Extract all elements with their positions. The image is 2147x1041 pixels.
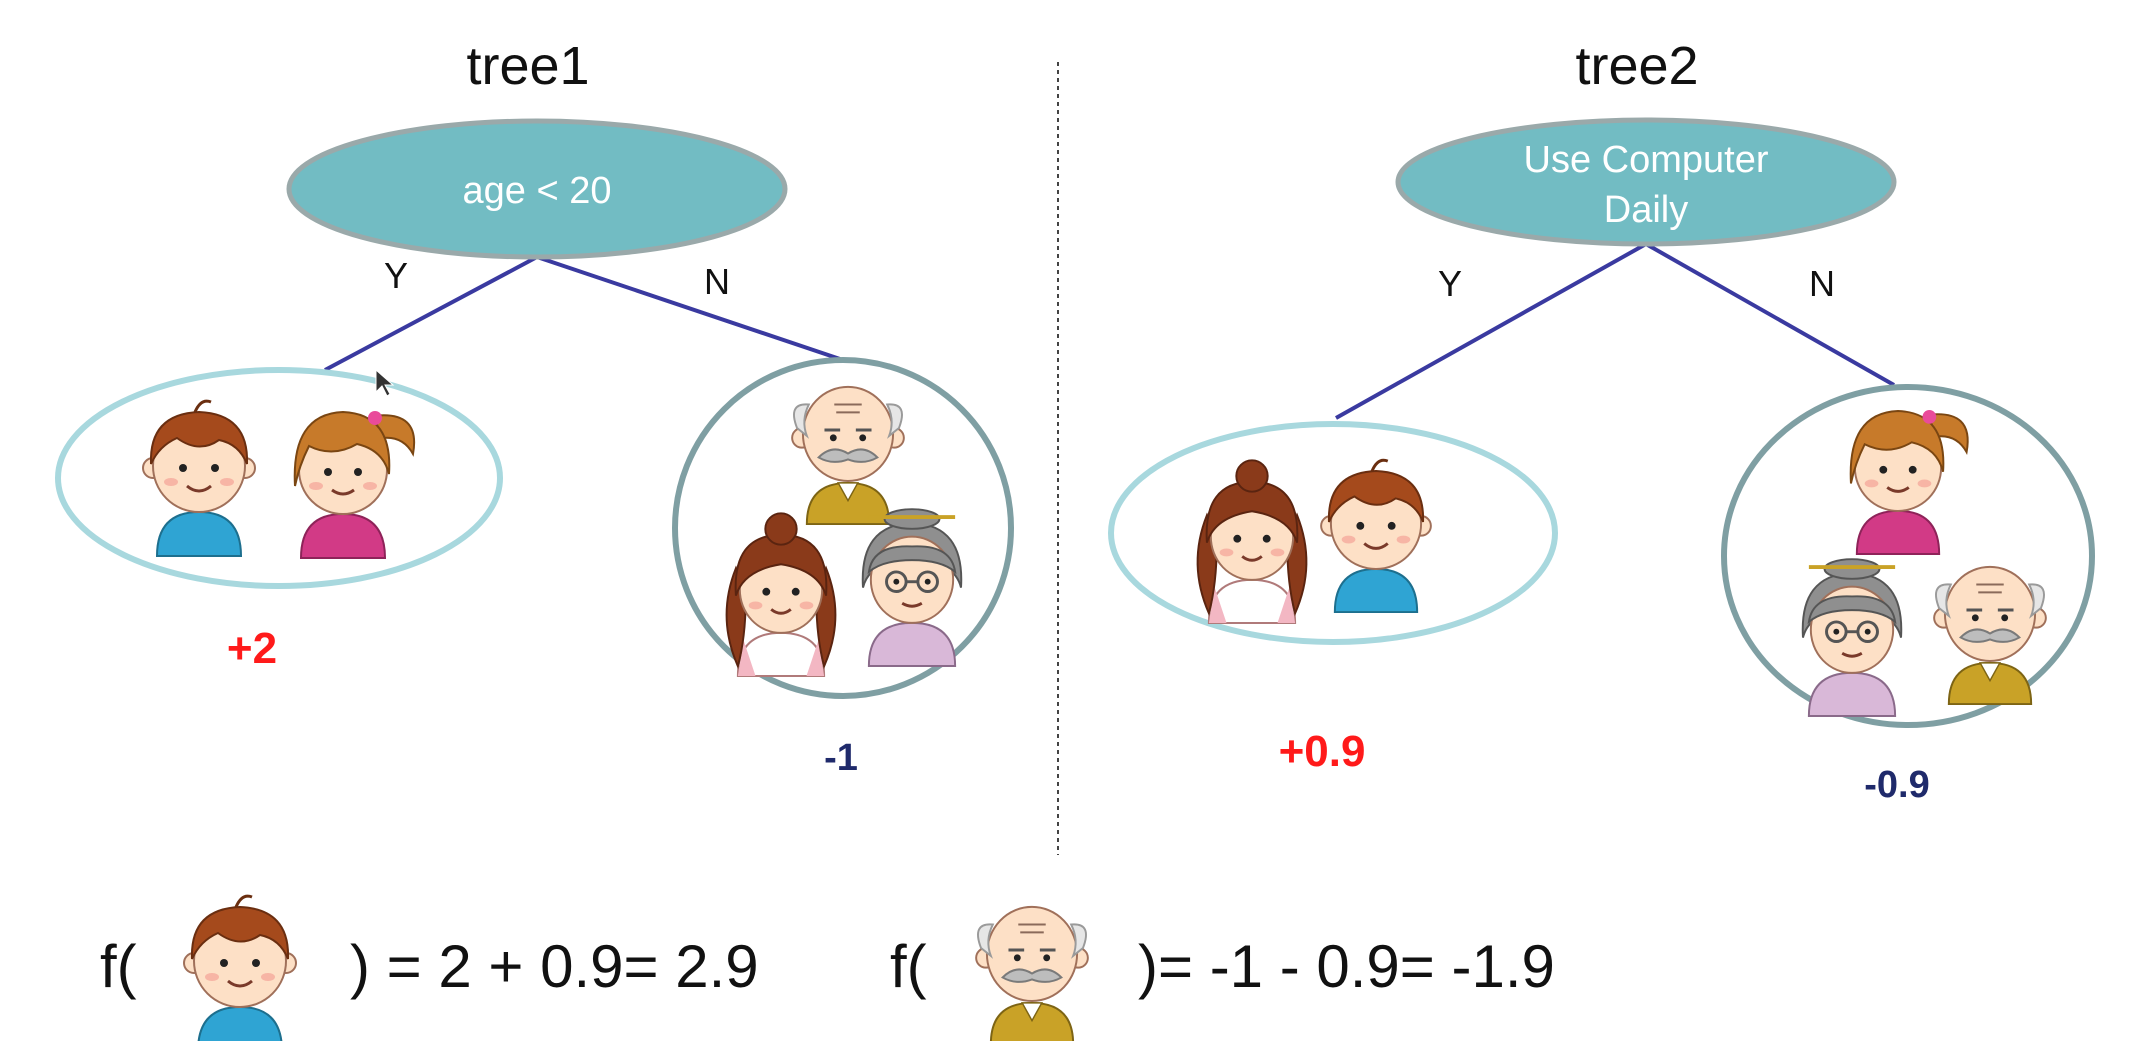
tree2-yes-score: +0.9: [1279, 727, 1366, 776]
tree2-yes-label: Y: [1438, 263, 1462, 304]
tree2-no-edge: [1645, 242, 1895, 387]
tree2-root-label-line1: Use Computer: [1524, 139, 1769, 181]
tree1-yes-leaf: [55, 367, 503, 589]
tree1-yes-edge: [324, 255, 538, 372]
tree2-root-node: [1395, 117, 1897, 247]
formula-boy: f( ) = 2 + 0.9= 2.9: [100, 894, 759, 1041]
formula-grandpa-prefix: f(: [890, 933, 927, 1000]
formula-boy-result: ) = 2 + 0.9= 2.9: [350, 933, 759, 1000]
tree1: tree1 age < 20 Y N +2 -1: [55, 36, 1014, 779]
tree2-yes-edge: [1335, 242, 1647, 420]
tree1-yes-label: Y: [384, 255, 408, 296]
formula-boy-prefix: f(: [100, 933, 137, 1000]
tree2-root-label-line2: Daily: [1604, 189, 1688, 231]
grandpa-icon: [974, 905, 1090, 1041]
tree2-no-score: -0.9: [1864, 764, 1929, 806]
tree1-root-node: [286, 118, 788, 260]
cursor-icon: [375, 368, 395, 397]
tree1-title: tree1: [466, 36, 589, 96]
formula-grandpa-result: )= -1 - 0.9= -1.9: [1138, 933, 1555, 1000]
tree1-no-score: -1: [824, 737, 858, 779]
boy-icon: [182, 894, 298, 1041]
tree1-root-label: age < 20: [463, 170, 612, 212]
tree2-no-label: N: [1809, 263, 1835, 304]
tree2-title: tree2: [1575, 36, 1698, 96]
formula-grandpa: f( )= -1 - 0.9= -1.9: [890, 905, 1555, 1041]
tree1-yes-score: +2: [227, 624, 277, 673]
tree2: tree2 Use Computer Daily Y N +0.9 -0.9: [1108, 36, 2095, 806]
tree1-no-edge: [536, 255, 841, 361]
tree1-no-label: N: [704, 261, 730, 302]
